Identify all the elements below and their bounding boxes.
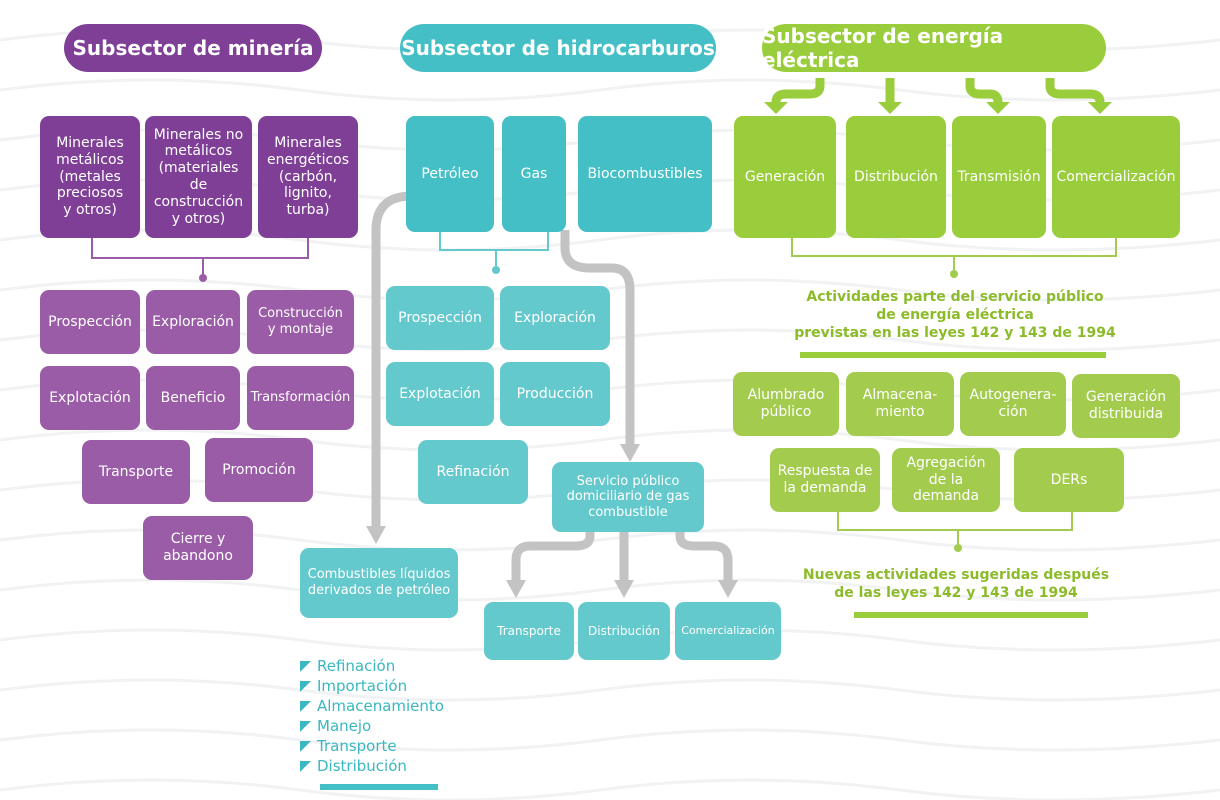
- new-activity-alumbrado: Alumbrado público: [733, 372, 839, 436]
- hydro-type-petroleo: Petróleo: [406, 116, 494, 232]
- gas-branch-comercializacion: Comercialización: [675, 602, 781, 660]
- mining-activity-cierre: Cierre y abandono: [143, 516, 253, 580]
- caption-new-underline: [854, 612, 1088, 618]
- electric-activity-comercializacion: Comercialización: [1052, 116, 1180, 238]
- list-item-label: Transporte: [317, 737, 397, 755]
- list-item-label: Manejo: [317, 717, 372, 735]
- list-item: Importación: [300, 676, 444, 696]
- mining-activity-beneficio: Beneficio: [146, 366, 240, 430]
- gas-branch-transporte: Transporte: [484, 602, 574, 660]
- mining-type-nonmetallic: Minerales no metálicos (materiales de co…: [145, 116, 252, 238]
- triangle-bullet-icon: [300, 760, 311, 772]
- hydro-activity-explotacion: Explotación: [386, 362, 494, 426]
- triangle-bullet-icon: [300, 700, 311, 712]
- mining-activity-exploracion: Exploración: [146, 290, 240, 354]
- mining-type-energy: Minerales energéticos (carbón, lignito, …: [258, 116, 358, 238]
- mining-header: Subsector de minería: [64, 24, 322, 72]
- electric-activity-generacion: Generación: [734, 116, 836, 238]
- mining-activity-explotacion: Explotación: [40, 366, 140, 430]
- electric-header: Subsector de energía eléctrica: [762, 24, 1106, 72]
- list-item-label: Refinación: [317, 657, 396, 675]
- triangle-bullet-icon: [300, 720, 311, 732]
- hydro-activity-refinacion: Refinación: [418, 440, 528, 504]
- list-item: Distribución: [300, 756, 444, 776]
- liquid-fuels-underline: [320, 784, 438, 790]
- mining-activity-transformacion: Transformación: [247, 366, 354, 430]
- triangle-bullet-icon: [300, 740, 311, 752]
- list-item: Almacenamiento: [300, 696, 444, 716]
- hydro-activity-exploracion: Exploración: [500, 286, 610, 350]
- mining-activity-construccion: Construcción y montaje: [247, 290, 354, 354]
- new-activity-ders: DERs: [1014, 448, 1124, 512]
- gas-branch-distribucion: Distribución: [578, 602, 670, 660]
- electric-activity-transmision: Transmisión: [952, 116, 1046, 238]
- new-activity-autogeneracion: Autogenera- ción: [960, 372, 1066, 436]
- list-item-label: Almacenamiento: [317, 697, 444, 715]
- liquid-fuels-list: Refinación Importación Almacenamiento Ma…: [300, 656, 444, 776]
- list-item-label: Distribución: [317, 757, 407, 775]
- hydro-activity-prospeccion: Prospección: [386, 286, 494, 350]
- caption-new-activities: Nuevas actividades sugeridas después de …: [802, 567, 1110, 602]
- caption-existing-activities: Actividades parte del servicio público d…: [794, 289, 1116, 342]
- electric-activity-distribucion: Distribución: [846, 116, 946, 238]
- hydro-activity-produccion: Producción: [500, 362, 610, 426]
- list-item-label: Importación: [317, 677, 408, 695]
- hydro-type-gas: Gas: [502, 116, 566, 232]
- new-activity-almacenamiento: Almacena- miento: [846, 372, 954, 436]
- mining-activity-promocion: Promoción: [205, 438, 313, 502]
- hydro-type-biocombustibles: Biocombustibles: [578, 116, 712, 232]
- triangle-bullet-icon: [300, 680, 311, 692]
- new-activity-agregacion-demanda: Agregación de la demanda: [892, 448, 1000, 512]
- liquid-fuels-box: Combustibles líquidos derivados de petró…: [300, 548, 458, 618]
- new-activity-generacion-distribuida: Generación distribuida: [1072, 374, 1180, 438]
- new-activity-respuesta-demanda: Respuesta de la demanda: [770, 448, 880, 512]
- mining-activity-prospeccion: Prospección: [40, 290, 140, 354]
- mining-type-metallic: Minerales metálicos (metales preciosos y…: [40, 116, 140, 238]
- mining-activity-transporte: Transporte: [82, 440, 190, 504]
- caption-existing-underline: [800, 352, 1106, 358]
- triangle-bullet-icon: [300, 660, 311, 672]
- list-item: Manejo: [300, 716, 444, 736]
- gas-service-box: Servicio público domiciliario de gas com…: [552, 462, 704, 532]
- list-item: Transporte: [300, 736, 444, 756]
- list-item: Refinación: [300, 656, 444, 676]
- hydro-header: Subsector de hidrocarburos: [400, 24, 716, 72]
